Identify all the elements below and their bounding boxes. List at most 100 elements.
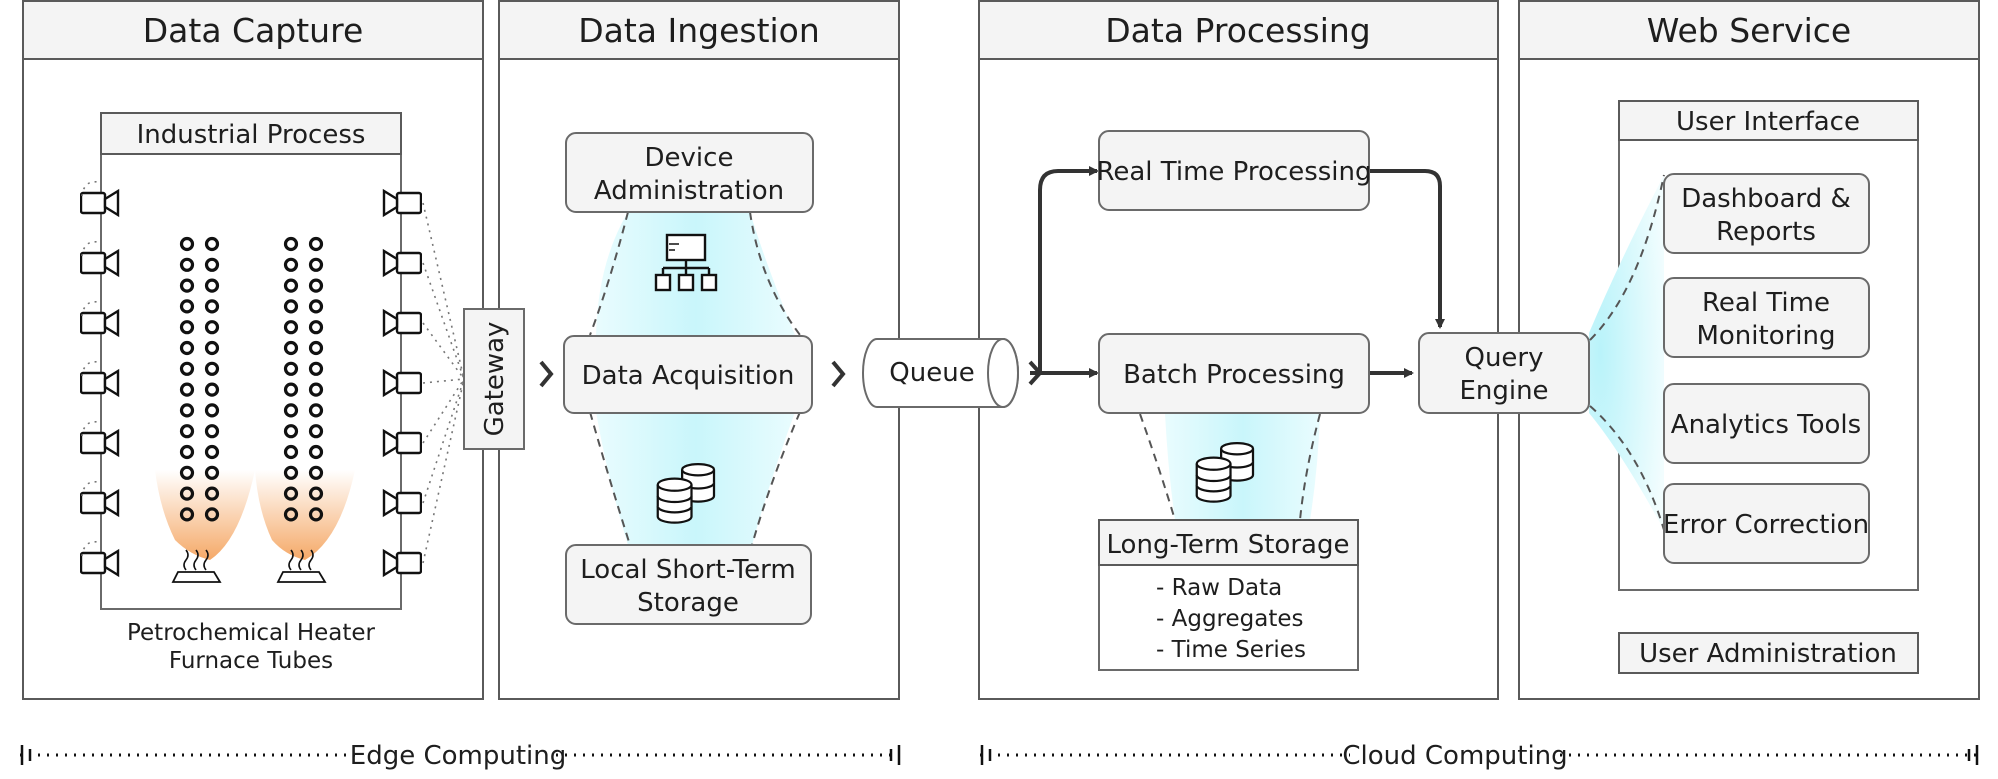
tube-ring bbox=[179, 486, 195, 501]
error-correction-label: Error Correction bbox=[1663, 510, 1869, 540]
realtime-monitoring-box[interactable]: Real Time Monitoring bbox=[1663, 277, 1870, 358]
tube-ring bbox=[308, 424, 324, 439]
error-correction-box[interactable]: Error Correction bbox=[1663, 483, 1870, 564]
camera-icon bbox=[382, 189, 422, 217]
section-title-web: Web Service bbox=[1647, 11, 1851, 50]
tube-ring bbox=[179, 403, 195, 418]
user-administration-box[interactable]: User Administration bbox=[1618, 632, 1919, 674]
cloud-computing-label: Cloud Computing bbox=[1342, 741, 1567, 771]
realtime-processing-label: Real Time Processing bbox=[1096, 157, 1371, 187]
data-acquisition-box[interactable]: Data Acquisition bbox=[563, 335, 813, 414]
queue-cylinder[interactable]: Queue bbox=[862, 338, 1019, 408]
tube-ring bbox=[308, 320, 324, 335]
gateway-label: Gateway bbox=[480, 322, 510, 437]
longterm-item: - Time Series bbox=[1156, 637, 1306, 663]
industrial-process-box: Industrial Process bbox=[100, 112, 402, 610]
tube-ring bbox=[283, 424, 299, 439]
tube-ring bbox=[204, 236, 220, 252]
section-title-ingestion: Data Ingestion bbox=[578, 11, 820, 50]
camera-gateway-links bbox=[422, 202, 465, 564]
local-storage-box[interactable]: Local Short-Term Storage bbox=[565, 544, 812, 625]
tube-ring bbox=[179, 382, 195, 397]
tube-ring bbox=[204, 299, 220, 314]
analytics-tools-label: Analytics Tools bbox=[1671, 410, 1861, 440]
tube-ring bbox=[308, 340, 324, 356]
chevron-right-icon bbox=[831, 360, 846, 388]
link-query-error bbox=[1589, 405, 1665, 531]
queue-label: Queue bbox=[889, 358, 974, 388]
longterm-storage-box[interactable]: Long-Term Storage - Raw Data - Aggregate… bbox=[1098, 519, 1359, 671]
camera-icon bbox=[80, 549, 120, 577]
camera-gateway-link bbox=[422, 322, 465, 380]
tube-ring bbox=[283, 486, 299, 501]
longterm-storage-title: Long-Term Storage bbox=[1107, 530, 1350, 560]
tube-ring bbox=[179, 278, 195, 293]
tube-ring bbox=[179, 320, 195, 335]
monitoring-line1: Real Time bbox=[1702, 288, 1830, 318]
tube-ring bbox=[204, 361, 220, 376]
tube-ring bbox=[179, 361, 195, 376]
camera-icon bbox=[80, 429, 120, 457]
tube-ring bbox=[179, 424, 195, 439]
camera-field-arc bbox=[81, 240, 99, 257]
burner-icon bbox=[171, 549, 222, 583]
tube-ring bbox=[308, 361, 324, 376]
tube-ring bbox=[179, 444, 195, 460]
tube-ring bbox=[308, 507, 324, 522]
camera-field-arc bbox=[81, 300, 99, 317]
tube-ring bbox=[283, 361, 299, 376]
link-admin-acq-left bbox=[589, 211, 629, 336]
tube-ring bbox=[204, 278, 220, 293]
arrow-realtime-to-query bbox=[1370, 169, 1445, 329]
tube-ring bbox=[204, 507, 220, 522]
edge-computing-span: Edge Computing bbox=[20, 741, 901, 771]
camera-field-arc bbox=[81, 420, 99, 437]
local-storage-line2: Storage bbox=[637, 588, 739, 618]
tube-ring bbox=[179, 299, 195, 314]
camera-field-arc bbox=[81, 180, 99, 197]
tube-ring bbox=[283, 320, 299, 335]
tube-ring bbox=[179, 236, 195, 252]
device-admin-line2: Administration bbox=[594, 176, 784, 206]
tube-ring bbox=[204, 257, 220, 272]
camera-field-arc bbox=[81, 480, 99, 497]
device-administration-box[interactable]: Device Administration bbox=[565, 132, 814, 213]
camera-icon bbox=[80, 369, 120, 397]
tube-ring bbox=[283, 403, 299, 418]
link-admin-acq-right bbox=[749, 211, 801, 336]
realtime-processing-box[interactable]: Real Time Processing bbox=[1096, 130, 1372, 211]
section-title-capture: Data Capture bbox=[143, 11, 364, 50]
local-storage-line1: Local Short-Term bbox=[580, 555, 795, 585]
tube-ring bbox=[283, 299, 299, 314]
tube-ring bbox=[179, 340, 195, 356]
camera-icon bbox=[80, 249, 120, 277]
tube-ring bbox=[308, 403, 324, 418]
gateway-box[interactable]: Gateway bbox=[463, 308, 525, 450]
tube-ring bbox=[204, 382, 220, 397]
tube-ring bbox=[308, 278, 324, 293]
caption-line1: Petrochemical Heater bbox=[127, 620, 376, 646]
chevron-right-icon bbox=[1028, 360, 1043, 386]
tube-ring bbox=[308, 236, 324, 252]
dashboard-reports-box[interactable]: Dashboard & Reports bbox=[1663, 173, 1870, 254]
tube-ring bbox=[283, 382, 299, 397]
tube-ring bbox=[308, 444, 324, 460]
data-acquisition-label: Data Acquisition bbox=[582, 361, 795, 391]
dashboard-line2: Reports bbox=[1716, 217, 1816, 247]
batch-processing-box[interactable]: Batch Processing bbox=[1098, 333, 1370, 414]
tube-ring bbox=[283, 507, 299, 522]
camera-icon bbox=[382, 309, 422, 337]
tube-ring bbox=[179, 507, 195, 522]
tube-ring bbox=[308, 486, 324, 501]
camera-icon bbox=[382, 549, 422, 577]
analytics-tools-box[interactable]: Analytics Tools bbox=[1663, 383, 1870, 464]
tube-ring bbox=[204, 486, 220, 501]
camera-icon bbox=[382, 489, 422, 517]
query-engine-box[interactable]: Query Engine bbox=[1418, 332, 1590, 414]
tube-ring bbox=[283, 278, 299, 293]
tube-ring bbox=[283, 444, 299, 460]
camera-icon bbox=[80, 489, 120, 517]
device-admin-line1: Device bbox=[645, 143, 734, 173]
tube-ring bbox=[204, 444, 220, 460]
